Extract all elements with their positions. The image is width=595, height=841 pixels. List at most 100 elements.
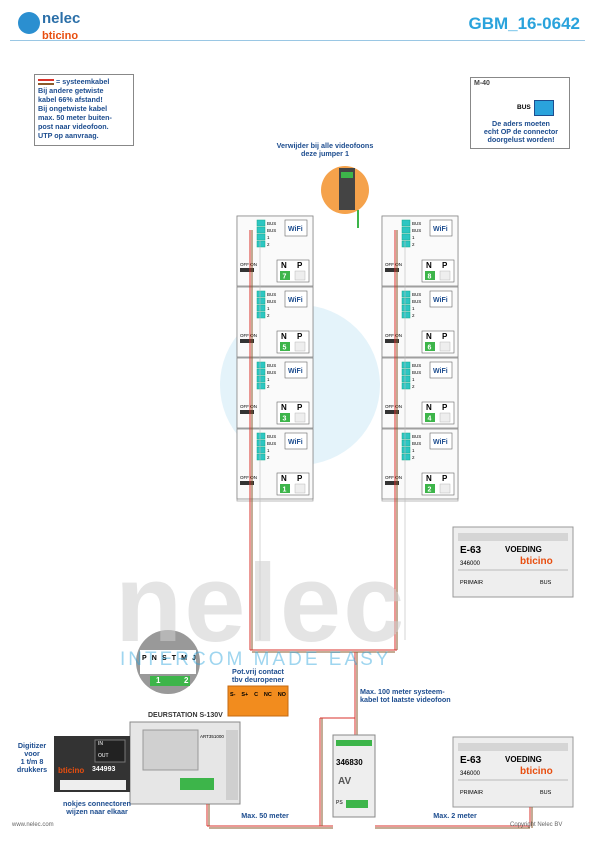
digitizer-line: drukkers	[16, 765, 48, 774]
bus-terminal	[256, 382, 266, 390]
videophone-number: 6	[428, 345, 432, 352]
bus-terminal	[256, 439, 266, 447]
bus-term-label: BUS	[412, 363, 421, 368]
bus-terminal	[256, 304, 266, 312]
bus-term-label: BUS	[412, 370, 421, 375]
bus-term-label: BUS	[267, 363, 276, 368]
jumper-note: Verwijder bij alle videofoons deze jumpe…	[250, 142, 400, 158]
wifi-module	[429, 290, 453, 308]
bus-term-label: 1	[267, 306, 270, 311]
n-label: N	[426, 474, 432, 483]
bus-terminal	[401, 311, 411, 319]
distance-50-label: Max. 50 meter	[241, 811, 289, 820]
wifi-label: WiFi	[433, 439, 448, 446]
bus-term-label: 1	[412, 377, 415, 382]
digitizer-code: 344993	[92, 766, 116, 773]
bus-term-label: BUS	[412, 299, 421, 304]
bus-terminal	[256, 219, 266, 227]
address-box-p	[439, 483, 451, 494]
bus-terminal	[401, 290, 411, 298]
dip-switch	[240, 339, 254, 343]
note-line: kabel 66% afstand!	[38, 95, 103, 104]
p-label: P	[297, 403, 303, 412]
distance-100-line: kabel tot laatste videofoon	[360, 695, 451, 704]
bus-terminal	[401, 219, 411, 227]
bus-term-label: 2	[412, 455, 415, 460]
bus-terminal	[256, 297, 266, 305]
videophone-number: 7	[283, 274, 287, 281]
bus-term-label: BUS	[412, 292, 421, 297]
watermark-subtext: INTERCOM MADE EASY	[120, 649, 392, 670]
supply2-model: E-63	[460, 755, 482, 766]
terminal-label: P	[142, 655, 147, 662]
p-label: P	[442, 332, 448, 341]
address-box-p	[294, 341, 306, 352]
n-label: N	[281, 474, 287, 483]
bus-terminal	[401, 432, 411, 440]
terminal-zoom	[136, 630, 200, 694]
n-label: N	[281, 332, 287, 341]
bus-term-label: 2	[412, 313, 415, 318]
note-line: UTP op aanvraag.	[38, 131, 99, 140]
supply2-name: VOEDING	[505, 755, 542, 764]
relay-term: NO	[277, 692, 286, 698]
bus-term-label: 2	[267, 242, 270, 247]
address-box	[425, 271, 435, 280]
dip-switch	[385, 339, 399, 343]
m40-connector	[534, 100, 554, 116]
bus-terminal	[401, 368, 411, 376]
terminal-label: J	[192, 655, 196, 662]
system-cable-note: = systeemkabel Bij andere getwiste kabel…	[34, 74, 134, 146]
jumper-note-line: Verwijder bij alle videofoons	[276, 141, 374, 150]
wifi-module	[284, 219, 308, 237]
off-on-label: OFF ON	[240, 475, 257, 480]
p-label: P	[297, 261, 303, 270]
wifi-module	[429, 219, 453, 237]
wifi-module	[429, 432, 453, 450]
m40-bus-label: BUS	[517, 104, 531, 111]
brand-name: nelec	[42, 10, 81, 27]
footer-copyright: Copyright Nelec BV	[510, 822, 563, 828]
bus-term-label: 2	[412, 242, 415, 247]
bus-terminal	[256, 361, 266, 369]
bus-terminal	[401, 304, 411, 312]
m40-note-line: echt OP de connector	[483, 127, 559, 136]
digitizer-in: IN	[98, 741, 103, 747]
m40-note-line: doorgelust worden!	[487, 135, 555, 144]
bus-terminal	[256, 290, 266, 298]
n-label: N	[281, 261, 287, 270]
distance-100-line: Max. 100 meter systeem-	[360, 687, 445, 696]
bus-terminal	[256, 226, 266, 234]
bottom-cables	[206, 717, 533, 829]
bus-term-label: 1	[267, 377, 270, 382]
wifi-module	[429, 361, 453, 379]
relay-term: S+	[241, 692, 249, 698]
document-number: GBM_16-0642	[468, 14, 580, 33]
off-on-label: OFF ON	[385, 404, 402, 409]
bus-terminal	[401, 226, 411, 234]
system-cable	[249, 230, 406, 740]
address-box-p	[294, 483, 306, 494]
address-box-p	[294, 412, 306, 423]
terminal-label: S	[161, 655, 167, 662]
connector-note-line: wijzen naar elkaar	[66, 807, 128, 816]
wifi-label: WiFi	[433, 226, 448, 233]
address-box	[425, 342, 435, 351]
bus-terminal	[256, 240, 266, 248]
bus-term-label: BUS	[267, 228, 276, 233]
supply2-code: 346000	[460, 771, 481, 777]
bus-terminal	[256, 311, 266, 319]
distance-2-label: Max. 2 meter	[433, 811, 477, 820]
off-on-label: OFF ON	[385, 262, 402, 267]
av-module-ps: PS	[336, 800, 343, 806]
dip-switch	[385, 410, 399, 414]
supply1-code: 346000	[460, 561, 481, 567]
bus-terminal	[256, 446, 266, 454]
wifi-label: WiFi	[288, 297, 303, 304]
bus-terminal	[401, 453, 411, 461]
wifi-module	[284, 361, 308, 379]
